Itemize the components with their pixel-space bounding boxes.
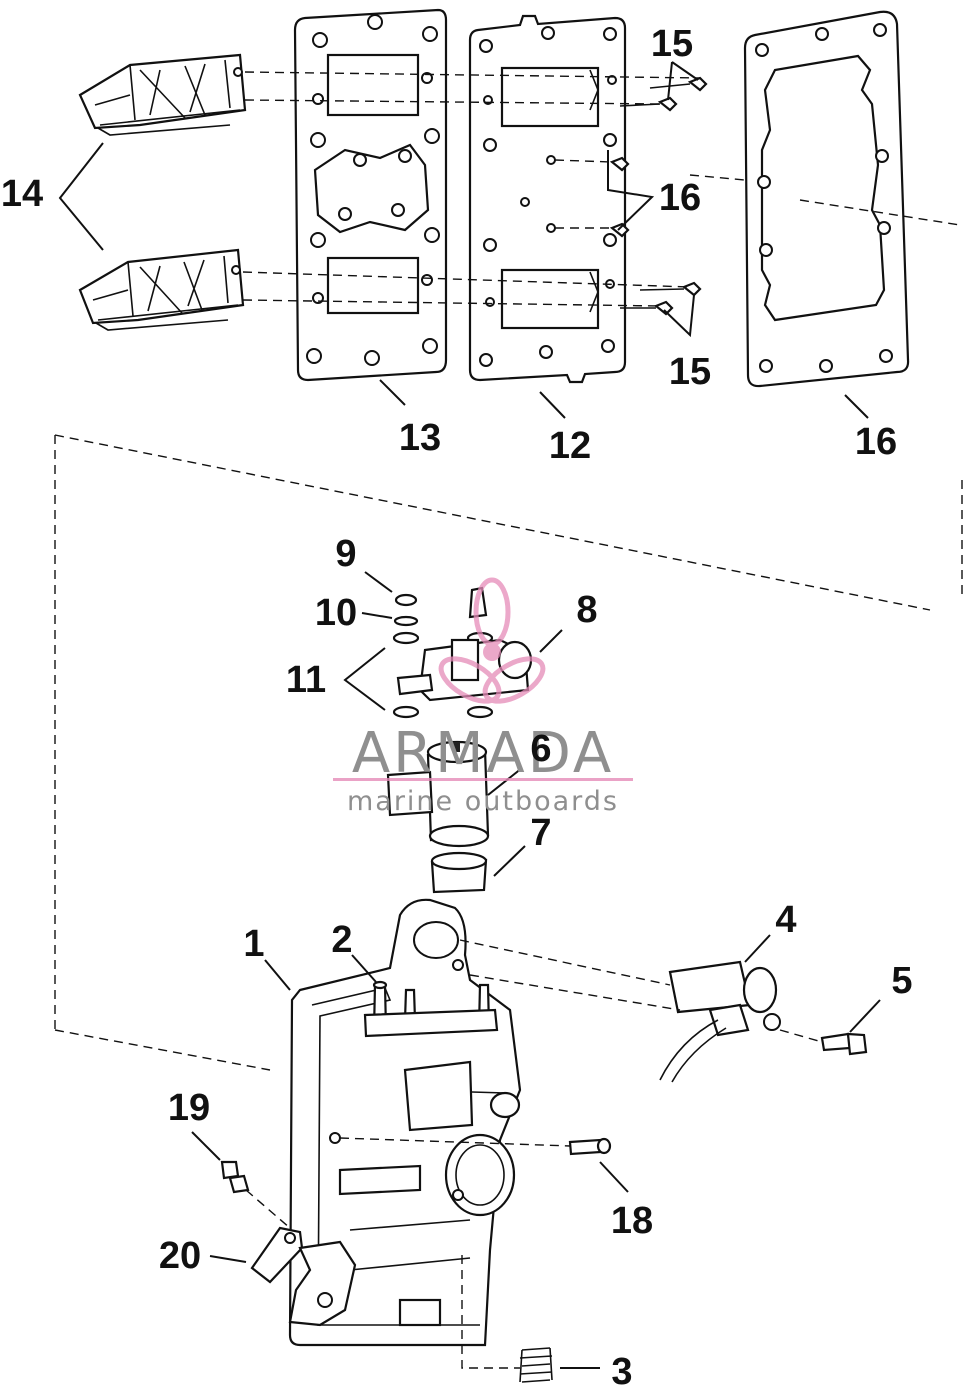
callout-5-leader <box>849 999 881 1033</box>
callout-14-leader <box>58 142 104 251</box>
watermark-rule <box>333 778 633 781</box>
cup-7 <box>430 851 488 894</box>
callout-11-leader <box>343 647 386 711</box>
reed-valve-upper <box>78 53 247 136</box>
callout-14: 14 <box>1 173 43 215</box>
callout-11: 11 <box>286 659 326 701</box>
callout-6-leader <box>487 767 523 796</box>
pins-2 <box>363 980 499 1038</box>
callout-9: 9 <box>335 533 356 575</box>
valve-body-8 <box>396 586 533 702</box>
callout-15-upper: 15 <box>651 23 693 65</box>
armada-logo <box>438 577 546 704</box>
screw-15-lower <box>620 281 702 316</box>
reed-valve-lower <box>78 248 245 331</box>
callout-15-lower: 15 <box>669 351 711 393</box>
callout-7-leader <box>493 845 526 877</box>
gasket-plate-13 <box>293 8 448 382</box>
callout-18: 18 <box>611 1200 653 1242</box>
callout-13-leader <box>379 379 406 406</box>
solenoid-6 <box>386 740 490 848</box>
callout-17-leader <box>844 394 869 419</box>
callout-10: 10 <box>315 592 357 634</box>
bolt-5 <box>820 1032 868 1056</box>
callout-13: 13 <box>399 417 441 459</box>
callout-1: 1 <box>243 923 264 965</box>
callout-4: 4 <box>775 899 796 941</box>
callout-16-leader <box>607 150 655 231</box>
watermark-tagline: marine outboards <box>347 786 619 817</box>
callout-15a-leader <box>667 61 699 101</box>
clip-20 <box>250 1226 357 1327</box>
callout-16: 16 <box>659 177 701 219</box>
callout-1-leader <box>264 959 291 991</box>
callout-8-leader <box>539 629 563 653</box>
callout-19-leader <box>191 1131 221 1161</box>
screw-15-upper <box>619 76 708 112</box>
washer-9 <box>394 593 418 607</box>
callout-9-leader <box>364 571 393 593</box>
reed-plate-12 <box>468 14 627 384</box>
callout-2-leader <box>351 954 377 983</box>
callout-20-leader <box>209 1255 247 1263</box>
gasket-17 <box>743 10 910 388</box>
callout-17: 16 <box>855 421 897 463</box>
screw-18 <box>568 1137 612 1156</box>
callout-8: 8 <box>576 589 597 631</box>
callout-5: 5 <box>891 960 912 1002</box>
callout-12-leader <box>539 391 566 419</box>
screw-19 <box>220 1160 250 1194</box>
callout-10-leader <box>361 612 393 619</box>
callout-2: 2 <box>331 919 352 961</box>
callout-4-leader <box>744 934 771 963</box>
callout-20: 20 <box>159 1235 201 1277</box>
callout-19: 19 <box>168 1087 210 1129</box>
callout-18-leader <box>599 1161 629 1193</box>
callout-6: 6 <box>530 728 551 770</box>
spring-3 <box>519 1347 553 1383</box>
callout-7: 7 <box>530 812 551 854</box>
screw-16 <box>609 156 630 238</box>
callout-12: 12 <box>549 425 591 467</box>
sensor-4 <box>659 960 781 1083</box>
callout-15b-leader <box>663 294 695 338</box>
watermark-brand: ARMADA <box>352 721 614 786</box>
callout-3: 3 <box>611 1351 632 1391</box>
o-ring-10 <box>393 615 419 627</box>
